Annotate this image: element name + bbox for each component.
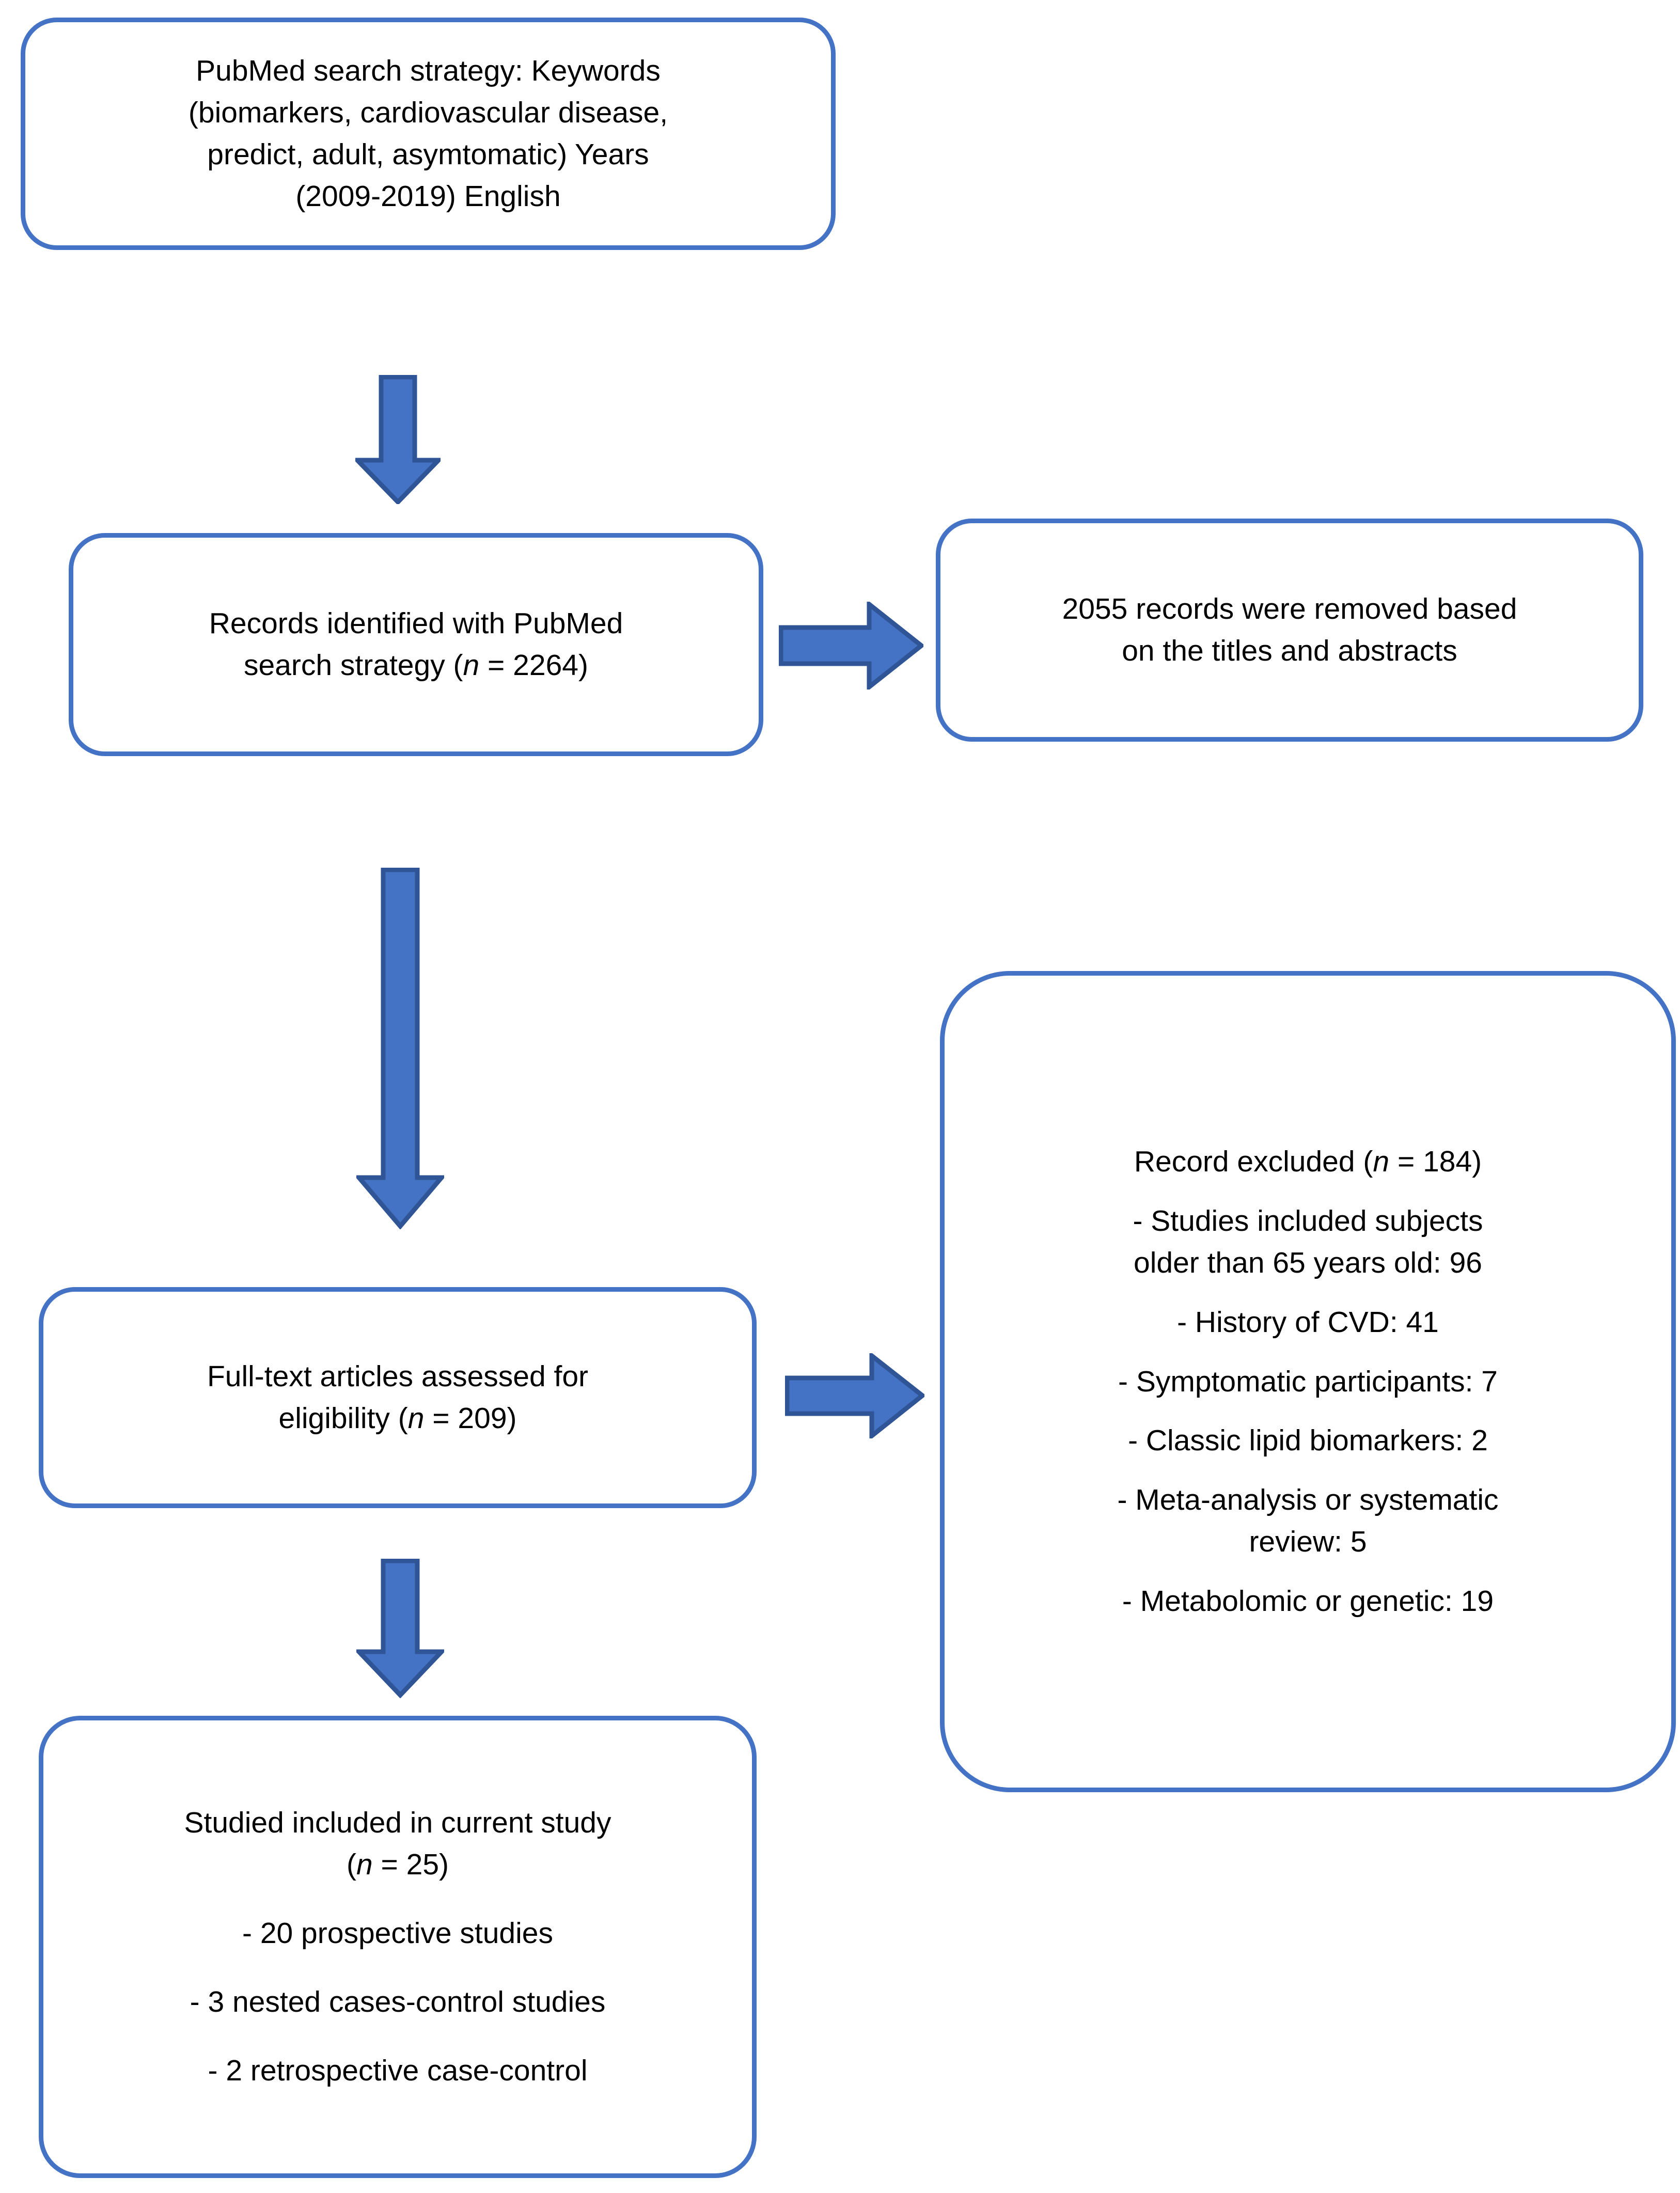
down-arrow-icon xyxy=(356,1559,444,1698)
search-strategy-line-4: (2009-2019) English xyxy=(295,179,561,213)
records-excluded-reason-6: - Metabolomic or genetic: 19 xyxy=(1122,1585,1494,1618)
studies-included-header-line-2: (n = 25) xyxy=(346,1848,449,1882)
studies-included-item-1: - 20 prospective studies xyxy=(242,1917,553,1950)
arrow-records-to-fulltext xyxy=(356,868,444,1229)
node-records-identified: Records identified with PubMed search st… xyxy=(69,533,763,756)
node-fulltext-assessed: Full-text articles assessed for eligibil… xyxy=(39,1287,757,1508)
long-down-arrow-icon xyxy=(356,868,444,1229)
search-strategy-line-3: predict, adult, asymtomatic) Years xyxy=(207,138,649,171)
node-studies-included: Studied included in current study (n = 2… xyxy=(39,1716,757,2178)
records-excluded-reason-4: - Classic lipid biomarkers: 2 xyxy=(1128,1424,1488,1458)
right-arrow-icon xyxy=(779,602,923,690)
search-strategy-line-1: PubMed search strategy: Keywords xyxy=(196,54,661,88)
arrow-records-to-removed xyxy=(779,602,923,690)
node-records-excluded: Record excluded (n = 184) - Studies incl… xyxy=(940,971,1676,1792)
node-search-strategy: PubMed search strategy: Keywords (biomar… xyxy=(21,18,836,250)
fulltext-assessed-line-1: Full-text articles assessed for xyxy=(207,1360,589,1393)
records-removed-line-1: 2055 records were removed based xyxy=(1062,592,1517,626)
arrow-search-to-records xyxy=(355,375,441,504)
records-excluded-reason-5-line-1: - Meta-analysis or systematic xyxy=(1117,1483,1499,1517)
studies-included-header-line-1: Studied included in current study xyxy=(184,1806,611,1840)
records-excluded-reason-1-line-2: older than 65 years old: 96 xyxy=(1134,1246,1482,1279)
arrow-fulltext-to-included xyxy=(356,1559,444,1698)
down-arrow-icon xyxy=(355,375,441,504)
records-excluded-header: Record excluded (n = 184) xyxy=(1134,1145,1482,1178)
fulltext-assessed-line-2: eligibility (n = 209) xyxy=(278,1402,517,1435)
right-arrow-icon xyxy=(785,1353,924,1438)
search-strategy-line-2: (biomarkers, cardiovascular disease, xyxy=(188,96,668,130)
records-excluded-reason-3: - Symptomatic participants: 7 xyxy=(1118,1365,1498,1398)
node-records-removed: 2055 records were removed based on the t… xyxy=(936,519,1643,742)
studies-included-item-2: - 3 nested cases-control studies xyxy=(190,1985,606,2018)
studies-included-item-3: - 2 retrospective case-control xyxy=(208,2054,588,2087)
arrow-fulltext-to-excluded xyxy=(785,1353,924,1438)
records-identified-line-1: Records identified with PubMed xyxy=(209,607,623,640)
records-excluded-reason-5-line-2: review: 5 xyxy=(1249,1525,1367,1559)
records-removed-line-2: on the titles and abstracts xyxy=(1122,634,1457,667)
records-excluded-reason-1-line-1: - Studies included subjects xyxy=(1133,1204,1483,1238)
records-identified-line-2: search strategy (n = 2264) xyxy=(244,649,588,682)
records-excluded-reason-2: - History of CVD: 41 xyxy=(1177,1305,1439,1339)
